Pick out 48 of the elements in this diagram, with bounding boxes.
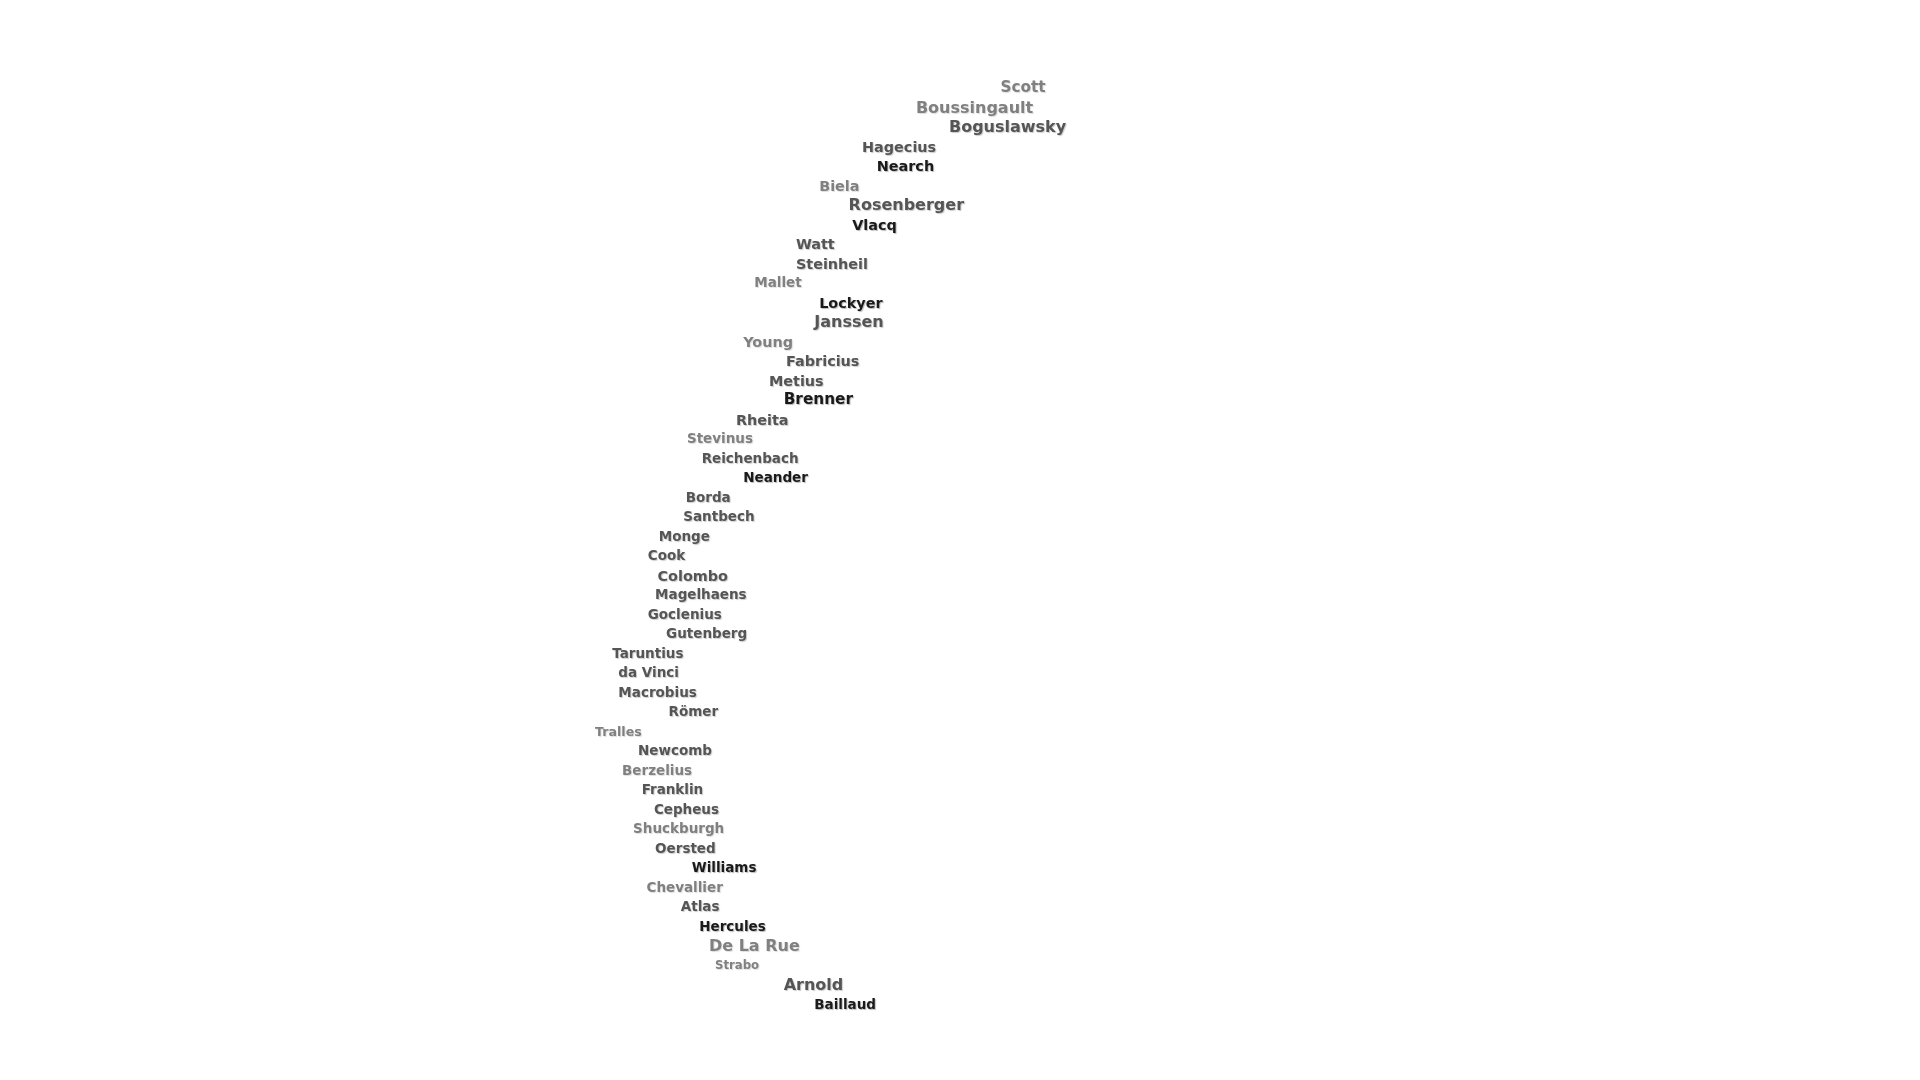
- crater-name-label: da Vinci: [618, 666, 679, 680]
- crater-name-label: Stevinus: [686, 432, 753, 446]
- crater-name-label: De La Rue: [708, 938, 800, 955]
- crater-name-label: Tralles: [595, 725, 642, 738]
- crater-name-label: Newcomb: [637, 744, 712, 758]
- crater-name-label: Cook: [647, 549, 686, 563]
- crater-name-label: Magelhaens: [655, 588, 747, 602]
- crater-name-label: Scott: [1000, 80, 1046, 96]
- crater-name-label: Nearch: [876, 158, 935, 174]
- crater-name-label: Boguslawsky: [948, 119, 1067, 136]
- crater-name-label: Lockyer: [819, 295, 883, 310]
- crater-name-label: Rheita: [735, 412, 789, 427]
- crater-name-label: Steinheil: [795, 256, 868, 271]
- crater-name-label: Macrobius: [618, 685, 697, 700]
- crater-name-label: Hercules: [699, 919, 766, 934]
- crater-name-label: Shuckburgh: [633, 822, 725, 836]
- crater-name-label: Strabo: [715, 959, 760, 972]
- crater-name-label: Arnold: [783, 977, 844, 994]
- crater-name-label: Young: [743, 334, 794, 349]
- crater-name-label: Vlacq: [852, 217, 897, 232]
- crater-name-label: Santbech: [683, 510, 755, 524]
- crater-name-label: Mallet: [754, 276, 802, 290]
- crater-name-label: Reichenbach: [701, 451, 799, 466]
- crater-name-label: Monge: [658, 529, 710, 544]
- crater-name-label: Franklin: [641, 783, 704, 797]
- crater-name-label: Römer: [668, 705, 719, 719]
- crater-name-label: Brenner: [783, 392, 853, 408]
- crater-name-label: Hagecius: [862, 139, 937, 154]
- crater-name-label: Baillaud: [814, 997, 876, 1012]
- crater-name-label: Biela: [819, 178, 860, 193]
- crater-name-label: Chevallier: [646, 880, 723, 895]
- crater-name-label: Goclenius: [647, 607, 722, 622]
- crater-name-label: Gutenberg: [666, 627, 748, 641]
- crater-name-label: Berzelius: [622, 763, 693, 778]
- crater-name-label: Fabricius: [786, 353, 860, 369]
- crater-name-label: Rosenberger: [848, 197, 965, 214]
- crater-name-label: Janssen: [814, 314, 884, 331]
- crater-name-label: Oersted: [655, 841, 716, 856]
- crater-name-label: Metius: [768, 373, 824, 388]
- crater-name-label: Williams: [691, 861, 757, 875]
- crater-name-label: Watt: [795, 236, 835, 252]
- crater-name-label: Taruntius: [612, 646, 684, 661]
- crater-name-label: Boussingault: [915, 99, 1034, 116]
- crater-name-label: Borda: [685, 490, 731, 505]
- crater-name-label: Atlas: [680, 900, 720, 914]
- crater-name-label: Cepheus: [653, 802, 719, 817]
- crater-name-label: Colombo: [657, 568, 728, 583]
- crater-name-label: Neander: [743, 471, 808, 485]
